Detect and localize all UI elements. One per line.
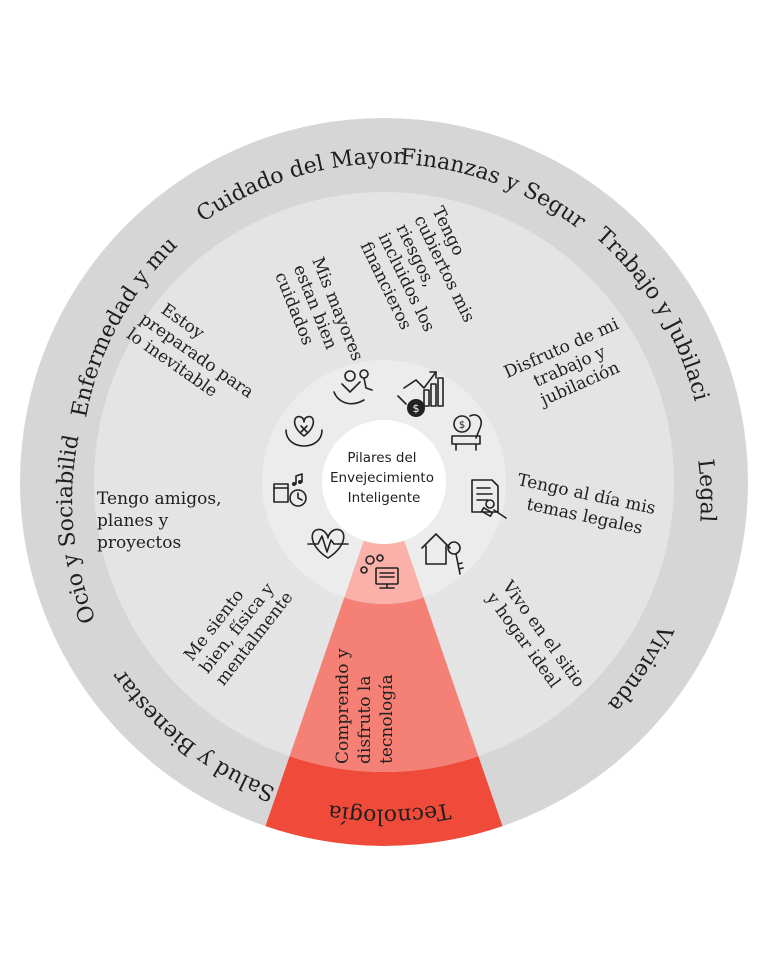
center-title: Pilares del Envejecimiento Inteligente (330, 449, 438, 506)
statement-tecnologia: Comprendo y disfruto la tecnología (333, 643, 397, 764)
legal-document-icon (471, 479, 507, 519)
house-key-icon (421, 533, 464, 575)
svg-text:$: $ (459, 420, 465, 431)
svg-text:$: $ (413, 402, 420, 415)
finance-chart-icon: $ (397, 371, 444, 417)
leisure-icon (273, 473, 307, 507)
statement-ocio: Tengo amigos, planes y proyectos (97, 489, 227, 553)
heartbeat-icon (307, 528, 349, 559)
technology-gears-icon (360, 554, 399, 589)
center-hub (322, 420, 446, 544)
heart-hands-icon (285, 415, 323, 447)
retirement-savings-icon: $ (451, 414, 483, 451)
caregiver-icon (333, 369, 373, 405)
highlight-wedge-outer[interactable] (265, 756, 503, 846)
highlight-wedge-middle[interactable] (289, 597, 479, 773)
outer-label-legal[interactable]: Legal (692, 458, 720, 523)
